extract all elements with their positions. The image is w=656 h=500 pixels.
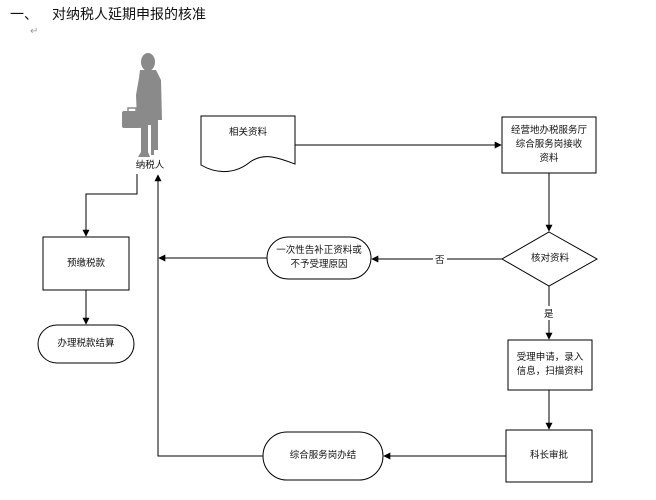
paragraph-mark: ↵ [30, 26, 39, 37]
receive-label: 经营地办税服务厅 综合服务岗接收 资料 [510, 125, 587, 164]
verify-label: 核对资料 [530, 253, 569, 264]
taxpayer-label: 纳税人 [122, 158, 178, 174]
section-title: 对纳税人延期申报的核准 [52, 7, 206, 23]
prepay-label: 预缴税款 [66, 257, 105, 269]
complete-label: 综合服务岗办结 [289, 450, 357, 461]
approve-label: 科长审批 [529, 450, 568, 461]
settle-terminator [37, 324, 135, 364]
reject-label: 一次性告补正资料或 不予受理原因 [276, 245, 362, 270]
edge-label-no: 否 [433, 252, 447, 266]
edge-label-yes: 是 [542, 306, 556, 320]
accept-box [507, 339, 593, 391]
section-heading: 一、对纳税人延期申报的核准 [10, 4, 206, 24]
settle-label: 办理税款结算 [57, 338, 115, 349]
receive-box [501, 116, 597, 174]
edge-taxpayer-to-prepay [82, 174, 138, 237]
edge-complete-to-taxpayer [154, 174, 263, 457]
accept-label: 受理申请，录入 信息，扫描资料 [516, 352, 584, 377]
businessman-silhouette-icon [122, 53, 162, 157]
documents-shape [200, 115, 296, 173]
prepay-box [42, 236, 130, 291]
documents-label: 相关资料 [228, 127, 267, 138]
section-number: 一、 [10, 7, 38, 23]
